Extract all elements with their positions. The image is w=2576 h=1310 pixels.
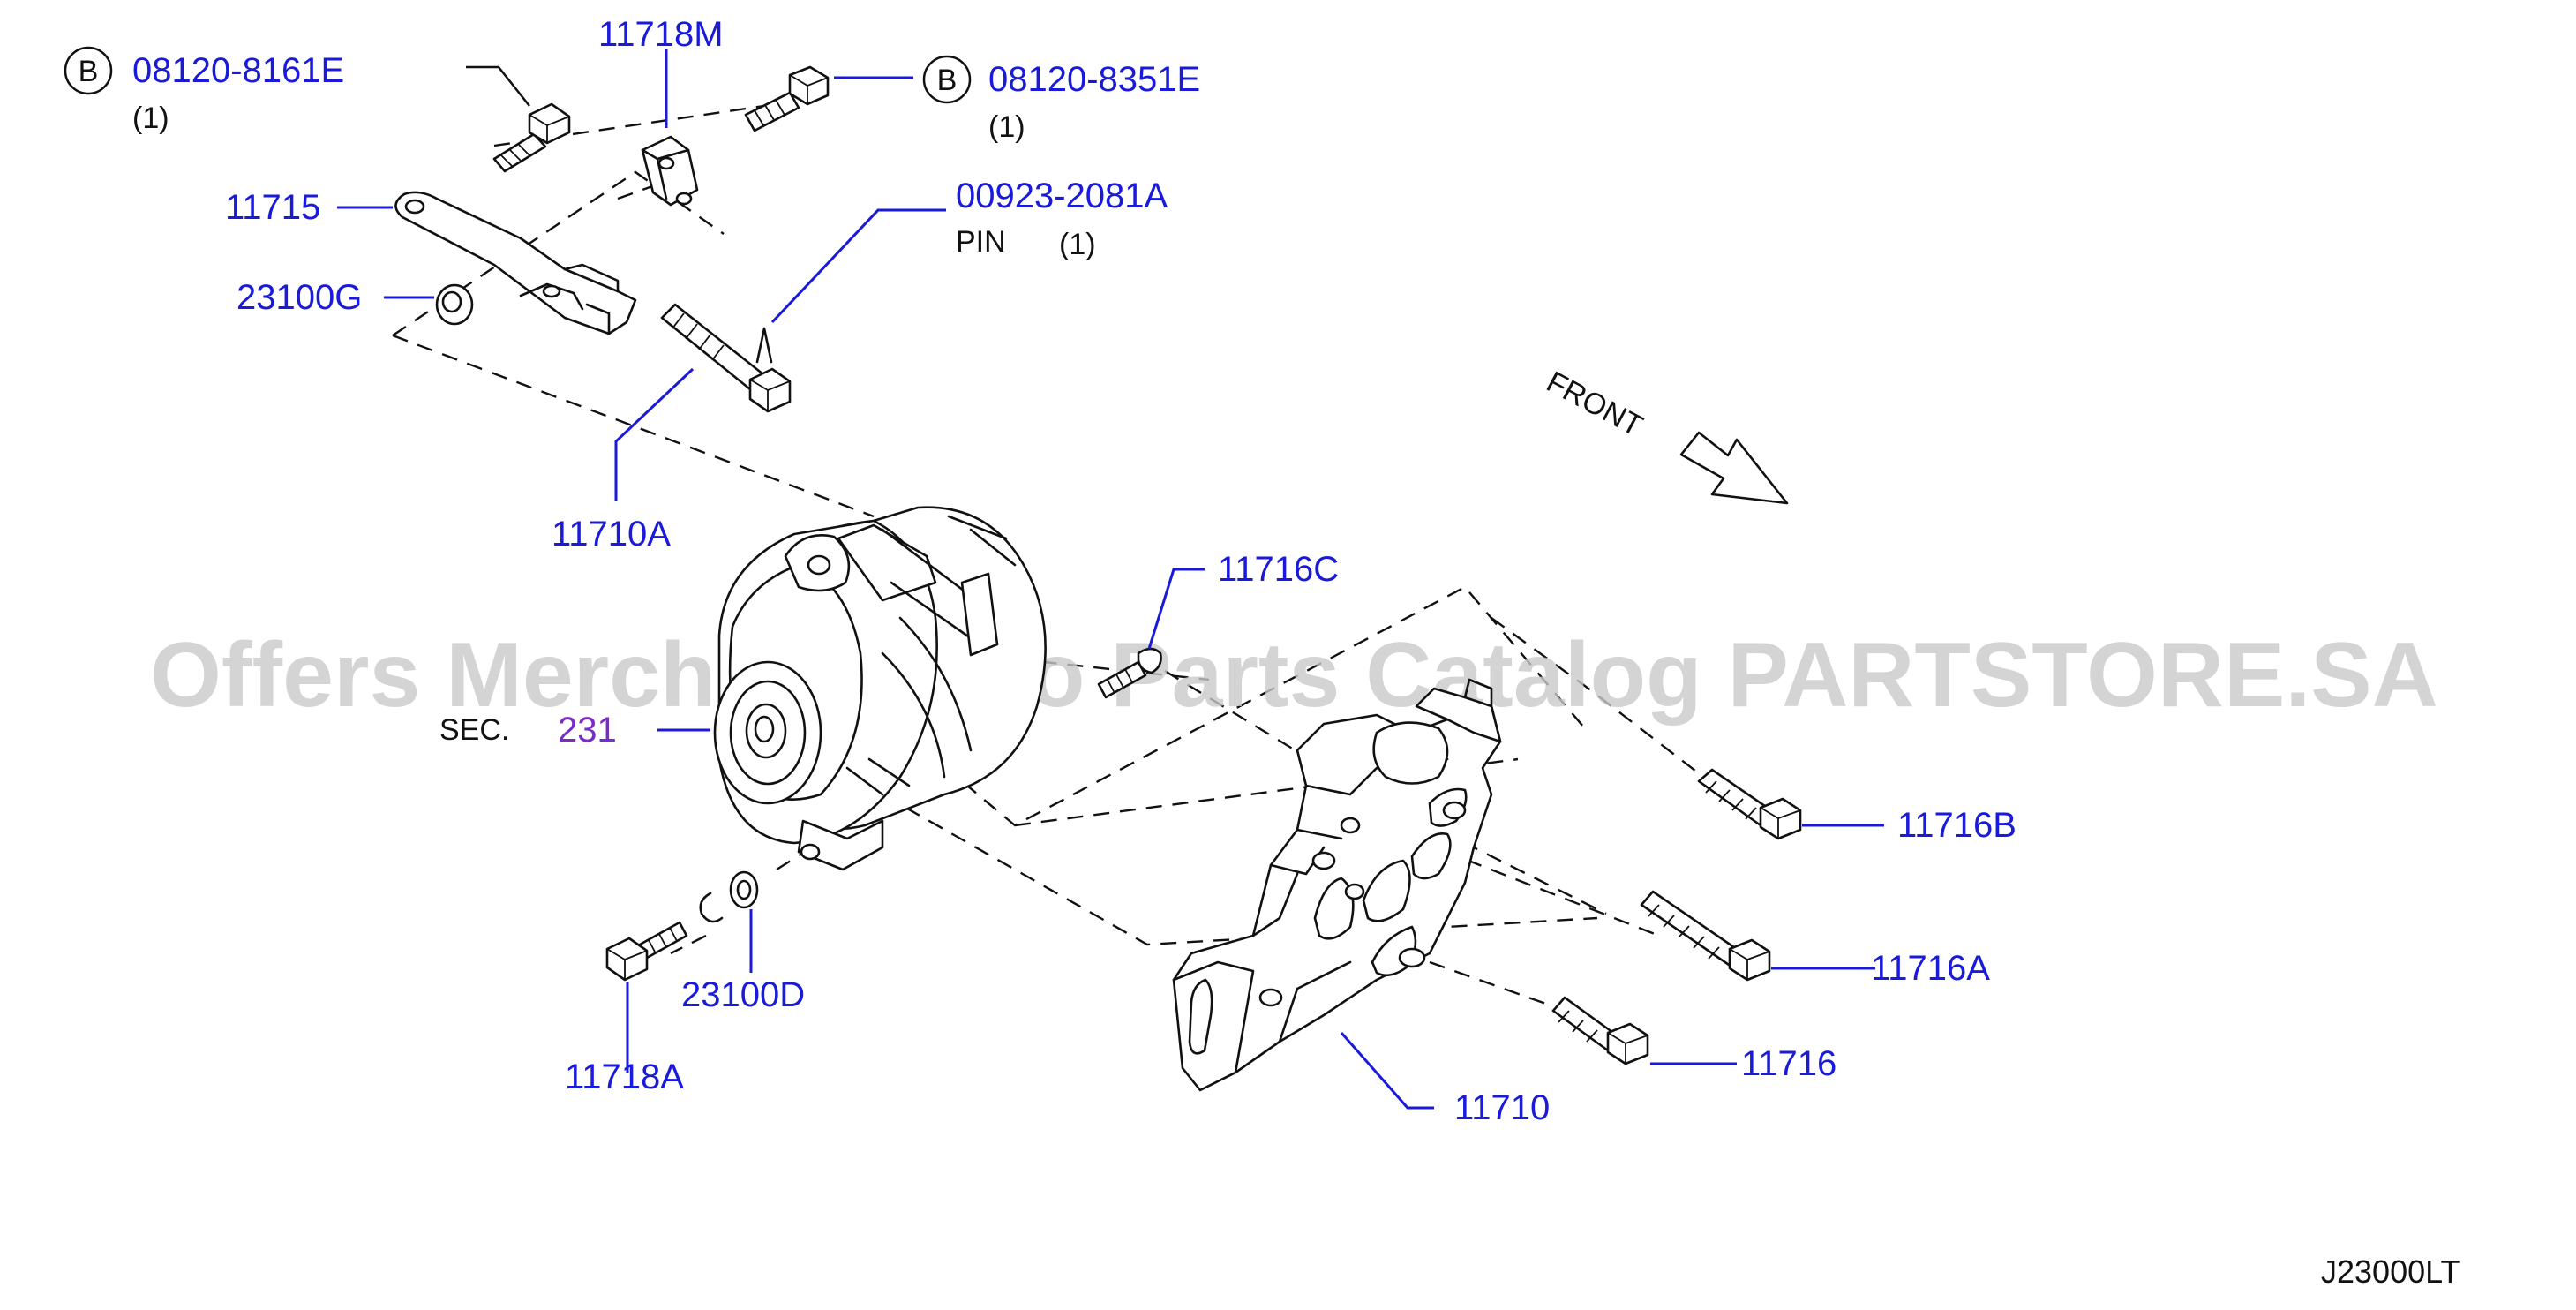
bolt-11716A-drawing: [1640, 890, 1771, 982]
callout-11710[interactable]: 11710: [1454, 1088, 1550, 1127]
part-number-11718A[interactable]: 11718A: [565, 1058, 684, 1096]
alternator-drawing: [713, 506, 1047, 871]
bolt-11716C-drawing: [1097, 647, 1162, 699]
callout-00923-2081A[interactable]: 00923-2081A PIN (1): [956, 177, 1168, 261]
part-number-23100D[interactable]: 23100D: [681, 975, 805, 1014]
callout-11716A[interactable]: 11716A: [1871, 949, 1990, 988]
callout-11718M[interactable]: 11718M: [598, 15, 724, 54]
assembly-guide-lines: [392, 100, 1704, 1008]
part-number-11710A[interactable]: 11710A: [552, 515, 671, 553]
part-number-11716C[interactable]: 11716C: [1218, 550, 1339, 589]
callout-11710A[interactable]: 11710A: [552, 515, 671, 553]
quantity-label: (1): [132, 102, 169, 135]
quantity-label: (1): [988, 110, 1025, 144]
part-number-08120-8161E[interactable]: 08120-8161E: [132, 51, 344, 90]
callout-08120-8161E[interactable]: B 08120-8161E (1): [64, 46, 344, 135]
part-number-11716[interactable]: 11716: [1741, 1044, 1836, 1083]
part-number-11715[interactable]: 11715: [225, 188, 320, 227]
bolt-08120-8351E-drawing: [744, 65, 830, 132]
bolt-group-b-badge: [64, 46, 113, 95]
spacer-11718M-drawing: [641, 135, 699, 207]
callout-23100G[interactable]: 23100G: [237, 278, 362, 317]
bolt-11716-drawing: [1551, 996, 1649, 1065]
section-link-231[interactable]: 231: [558, 711, 617, 749]
bolt-11716B-drawing: [1697, 768, 1802, 840]
washer-23100D-drawing: [699, 870, 759, 923]
pin-00923-2081A-drawing: [755, 327, 773, 364]
callout-11718A[interactable]: 11718A: [565, 1058, 684, 1096]
part-number-11718M[interactable]: 11718M: [598, 15, 724, 54]
front-label: FRONT: [1541, 365, 1648, 444]
part-number-11716B[interactable]: 11716B: [1897, 806, 2016, 845]
part-number-00923-2081A[interactable]: 00923-2081A: [956, 177, 1168, 215]
washer-23100G-drawing: [435, 283, 474, 326]
part-number-11716A[interactable]: 11716A: [1871, 949, 1990, 988]
diagram-code: J23000LT: [2321, 1254, 2460, 1290]
section-prefix: SEC.: [439, 713, 509, 747]
front-arrow: FRONT: [1541, 365, 1789, 505]
callout-11716B[interactable]: 11716B: [1897, 806, 2016, 845]
bolt-08120-8161E-drawing: [492, 102, 571, 173]
callout-11716[interactable]: 11716: [1741, 1044, 1836, 1083]
callout-sec-231[interactable]: SEC. 231: [439, 711, 617, 749]
watermark-text: Offers Merchant Auto Parts Catalog PARTS…: [150, 624, 2438, 727]
callout-08120-8351E[interactable]: B 08120-8351E (1): [922, 55, 1200, 144]
bracket-11715-drawing: [394, 191, 637, 335]
part-number-11710[interactable]: 11710: [1454, 1088, 1550, 1127]
leader-lines: [337, 49, 1884, 1110]
callout-23100D[interactable]: 23100D: [681, 975, 805, 1014]
bracket-11710-drawing: [1172, 678, 1502, 1092]
callout-11716C[interactable]: 11716C: [1218, 550, 1339, 589]
bolt-11710A-drawing: [660, 303, 792, 413]
callout-11715[interactable]: 11715: [225, 188, 320, 227]
part-number-23100G[interactable]: 23100G: [237, 278, 362, 317]
bolt-group-b-badge: [922, 55, 972, 104]
quantity-label: (1): [1059, 228, 1096, 261]
badge-letter: B: [79, 55, 99, 88]
part-number-08120-8351E[interactable]: 08120-8351E: [988, 60, 1200, 99]
part-name-pin: PIN: [956, 225, 1006, 259]
bolt-11718A-drawing: [605, 921, 688, 982]
badge-letter: B: [937, 64, 958, 97]
